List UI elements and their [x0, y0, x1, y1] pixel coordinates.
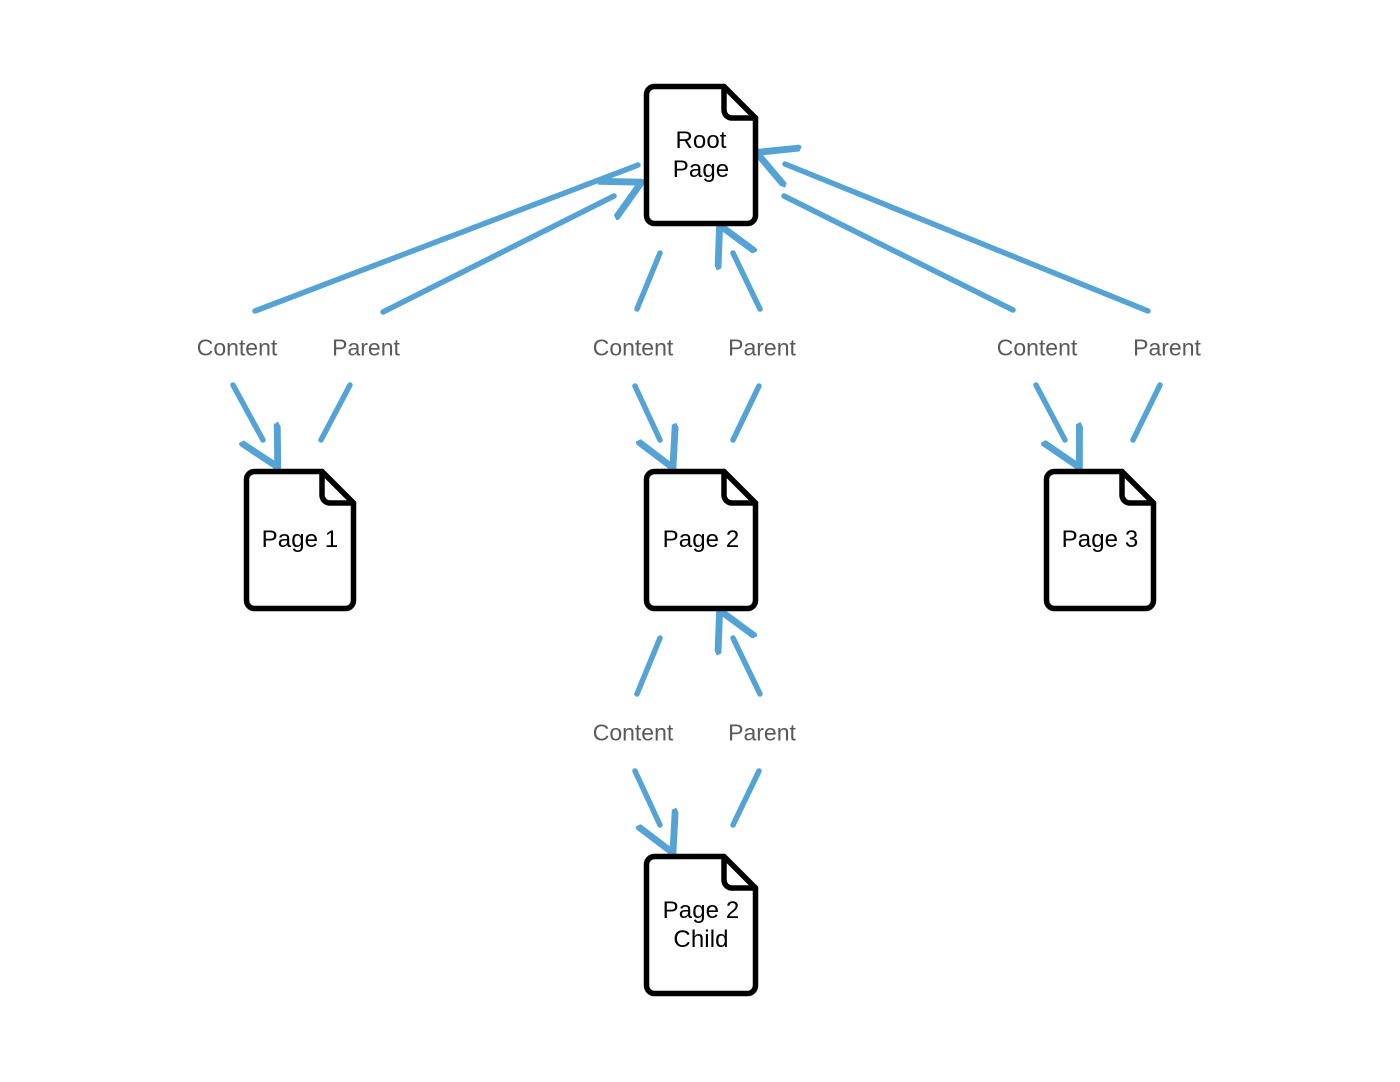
edge-page1-parent-root-upper: [380, 196, 614, 315]
edge-label-page2-parent-root: Parent: [728, 334, 796, 361]
node-page-2[interactable]: Page 2: [641, 466, 761, 614]
edge-page1-parent-root-lower: [318, 382, 353, 443]
node-label: Page 1: [261, 526, 339, 554]
edge-page3-parent-root-lower: [1130, 382, 1163, 443]
edge-root-content-page2-lower: [632, 383, 660, 440]
edge-page2-parent-root-upper: [733, 253, 763, 312]
node-label: Page 2 Child: [662, 896, 740, 953]
edge-label-child-parent-page2: Parent: [728, 719, 796, 746]
node-label: Page 2: [662, 526, 740, 554]
node-label: Root Page: [672, 126, 730, 183]
page-icon: [643, 853, 759, 997]
edge-root-content-page3-upper: [781, 193, 1016, 313]
page-icon: [643, 83, 759, 227]
edge-page3-parent-root-upper: [785, 164, 1151, 314]
page-icon: [643, 468, 759, 612]
edge-label-page1-parent-root: Parent: [332, 334, 400, 361]
node-root-page[interactable]: Root Page: [641, 81, 761, 229]
edge-page2-content-child-lower: [632, 768, 660, 825]
edge-root-content-page1-lower: [230, 382, 263, 440]
node-page-3[interactable]: Page 3: [1041, 466, 1159, 614]
node-label: Page 3: [1061, 526, 1139, 554]
edge-page2-content-child-upper: [634, 635, 663, 697]
edge-label-page2-content-child: Content: [592, 719, 674, 746]
node-page-2-child[interactable]: Page 2 Child: [641, 851, 761, 999]
page-icon: [1043, 468, 1157, 612]
page-icon: [243, 468, 357, 612]
edge-label-root-content-page1: Content: [196, 334, 278, 361]
edge-label-page3-parent-root: Parent: [1133, 334, 1201, 361]
edge-root-content-page1-upper: [252, 162, 641, 314]
edge-child-parent-page2-lower: [730, 768, 762, 828]
node-page-1[interactable]: Page 1: [241, 466, 359, 614]
edge-root-content-page2-upper: [634, 250, 663, 312]
edge-label-root-content-page2: Content: [592, 334, 674, 361]
edge-root-content-page3-lower: [1033, 382, 1065, 440]
edge-label-root-content-page3: Content: [996, 334, 1078, 361]
edge-child-parent-page2-upper: [733, 638, 763, 697]
edge-page2-parent-root-lower: [730, 383, 762, 443]
